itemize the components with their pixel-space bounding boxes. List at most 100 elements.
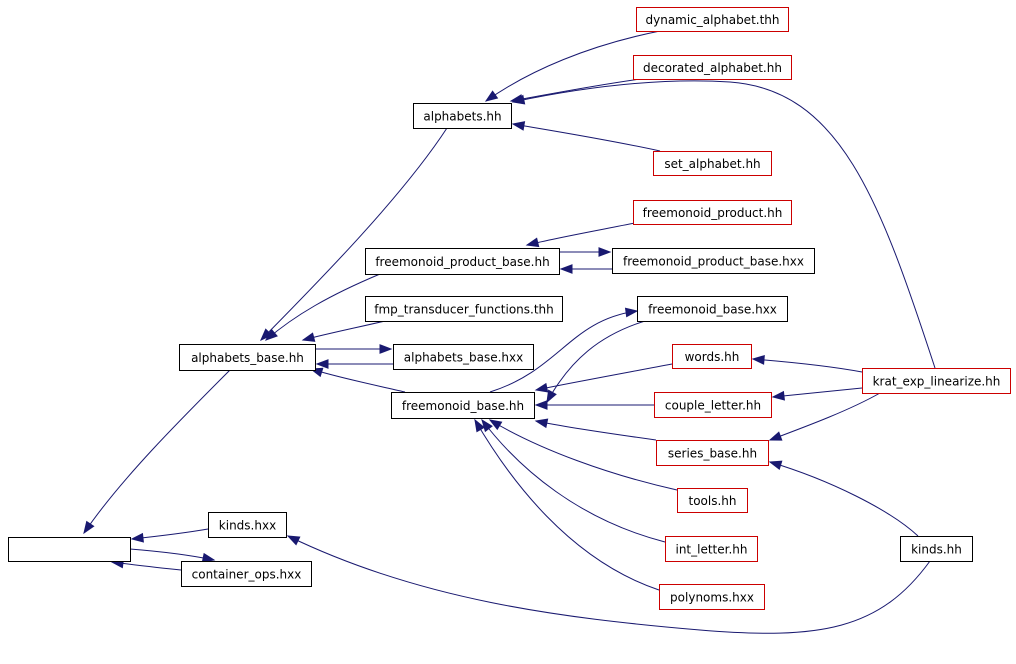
node-label: container_ops.hxx — [192, 568, 302, 582]
node-box[interactable] — [181, 561, 312, 587]
arrow-head — [598, 247, 612, 257]
node-label: krat_exp_linearize.hh — [873, 375, 1001, 389]
node-label: couple_letter.hh — [665, 399, 761, 413]
edge-words-hh-to-freemonoid-base-hh — [534, 363, 673, 393]
arrow-head — [624, 307, 639, 318]
edge-polynoms-hxx-to-freemonoid-base-hh — [474, 418, 660, 591]
node-polynoms-hxx[interactable]: polynoms.hxx — [659, 584, 765, 610]
arrow-head — [511, 94, 526, 105]
node-words-hh[interactable]: words.hh — [672, 344, 752, 369]
node-krat-exp-linearize-hh[interactable]: krat_exp_linearize.hh — [862, 368, 1011, 394]
node-label: polynoms.hxx — [670, 591, 754, 605]
arrow-head — [768, 460, 783, 471]
arrow-head — [286, 535, 301, 546]
arrow-head — [201, 552, 216, 563]
edge-line — [546, 320, 646, 403]
arrow-head — [130, 532, 144, 543]
node-kinds-hh[interactable]: kinds.hh — [900, 536, 973, 562]
node-container-ops-hxx[interactable]: container_ops.hxx — [181, 561, 312, 587]
node-label: container_ops.hh — [18, 543, 121, 557]
node-kinds-hxx[interactable]: kinds.hxx — [208, 512, 287, 538]
node-alphabets-base-hxx[interactable]: alphabets_base.hxx — [393, 344, 534, 370]
edge-dynamic-alphabet-thh-to-alphabets-hh — [484, 30, 661, 102]
edge-line — [474, 419, 660, 591]
node-box[interactable] — [659, 584, 765, 610]
node-container-ops-hh[interactable]: container_ops.hh — [8, 537, 131, 562]
node-freemonoid-base-hh[interactable]: freemonoid_base.hh — [391, 392, 535, 419]
node-box[interactable] — [179, 344, 316, 371]
node-box[interactable] — [393, 344, 534, 370]
node-box[interactable] — [637, 296, 788, 322]
node-label: words.hh — [685, 350, 740, 364]
node-box[interactable] — [636, 7, 789, 32]
node-label: freemonoid_product.hh — [643, 206, 783, 220]
arrow-head — [474, 418, 486, 433]
node-layer: container_ops.hh alphabets_base.hh alphabe… — [8, 7, 1011, 610]
arrow-head — [481, 418, 493, 433]
node-box[interactable] — [656, 440, 769, 466]
node-box[interactable] — [633, 200, 792, 225]
edge-freemonoid-product-hh-to-freemonoid-product-base-hh — [525, 221, 641, 248]
node-fmp-transducer-functions-thh[interactable]: fmp_transducer_functions.thh — [365, 296, 563, 322]
edge-alphabets-base-hxx-to-alphabets-base-hh — [315, 359, 393, 369]
node-freemonoid-product-base-hxx[interactable]: freemonoid_product_base.hxx — [612, 248, 815, 274]
node-freemonoid-product-base-hh[interactable]: freemonoid_product_base.hh — [365, 248, 560, 275]
node-box[interactable] — [672, 344, 752, 369]
edge-set-alphabet-hh-to-alphabets-hh — [511, 121, 661, 152]
node-box[interactable] — [208, 512, 287, 538]
edge-line — [769, 392, 881, 441]
node-box[interactable] — [900, 536, 973, 562]
edge-line — [287, 535, 931, 634]
node-label: series_base.hh — [668, 447, 757, 461]
node-box[interactable] — [633, 55, 792, 80]
edge-kinds-hh-to-series-base-hh — [768, 460, 919, 537]
node-box[interactable] — [654, 392, 772, 418]
edge-line — [489, 310, 638, 393]
node-dynamic-alphabet-thh[interactable]: dynamic_alphabet.thh — [636, 7, 789, 32]
node-box[interactable] — [862, 368, 1011, 394]
node-label: kinds.hxx — [219, 519, 276, 533]
arrow-head — [264, 328, 278, 341]
node-box[interactable] — [653, 151, 772, 176]
edge-krat-exp-linearize-hh-to-alphabets-hh — [511, 80, 936, 369]
node-label: dynamic_alphabet.thh — [646, 13, 780, 27]
node-alphabets-base-hh[interactable]: alphabets_base.hh — [179, 344, 316, 371]
node-box[interactable] — [677, 488, 748, 513]
node-int-letter-hh[interactable]: int_letter.hh — [665, 536, 758, 562]
edge-line — [535, 420, 657, 441]
node-alphabets-hh[interactable]: alphabets.hh — [413, 103, 512, 129]
node-series-base-hh[interactable]: series_base.hh — [656, 440, 769, 466]
node-tools-hh[interactable]: tools.hh — [677, 488, 748, 513]
node-couple-letter-hh[interactable]: couple_letter.hh — [654, 392, 772, 418]
arrow-head — [546, 389, 557, 404]
edge-fmp-transducer-functions-thh-to-alphabets-base-hh — [301, 320, 386, 342]
node-box[interactable] — [391, 392, 535, 419]
edge-freemonoid-base-hh-to-alphabets-base-hh — [309, 367, 406, 393]
node-set-alphabet-hh[interactable]: set_alphabet.hh — [653, 151, 772, 176]
node-box[interactable] — [365, 296, 563, 322]
node-label: decorated_alphabet.hh — [643, 61, 782, 75]
edge-alphabets-base-hh-to-alphabets-base-hxx — [315, 344, 393, 354]
arrow-head — [534, 400, 548, 410]
node-box[interactable] — [365, 248, 560, 275]
node-box[interactable] — [612, 248, 815, 274]
edge-line — [260, 127, 448, 341]
edge-freemonoid-base-hh-to-freemonoid-base-hxx — [489, 307, 639, 393]
node-label: freemonoid_product_base.hh — [375, 255, 549, 269]
edge-freemonoid-base-hxx-to-freemonoid-base-hh — [546, 320, 646, 404]
node-label: fmp_transducer_functions.thh — [374, 303, 554, 317]
node-freemonoid-base-hxx[interactable]: freemonoid_base.hxx — [637, 296, 788, 322]
node-label: alphabets_base.hxx — [404, 351, 523, 365]
edge-line — [512, 123, 661, 152]
edge-line — [752, 358, 863, 373]
edge-tools-hh-to-freemonoid-base-hh — [488, 419, 678, 491]
node-box[interactable] — [8, 537, 131, 562]
node-decorated-alphabet-hh[interactable]: decorated_alphabet.hh — [633, 55, 792, 80]
arrow-head — [559, 264, 573, 274]
node-freemonoid-product-hh[interactable]: freemonoid_product.hh — [633, 200, 792, 225]
edge-line — [769, 461, 919, 537]
edge-line — [510, 78, 641, 102]
edge-krat-exp-linearize-hh-to-series-base-hh — [768, 392, 881, 441]
node-box[interactable] — [665, 536, 758, 562]
node-box[interactable] — [413, 103, 512, 129]
